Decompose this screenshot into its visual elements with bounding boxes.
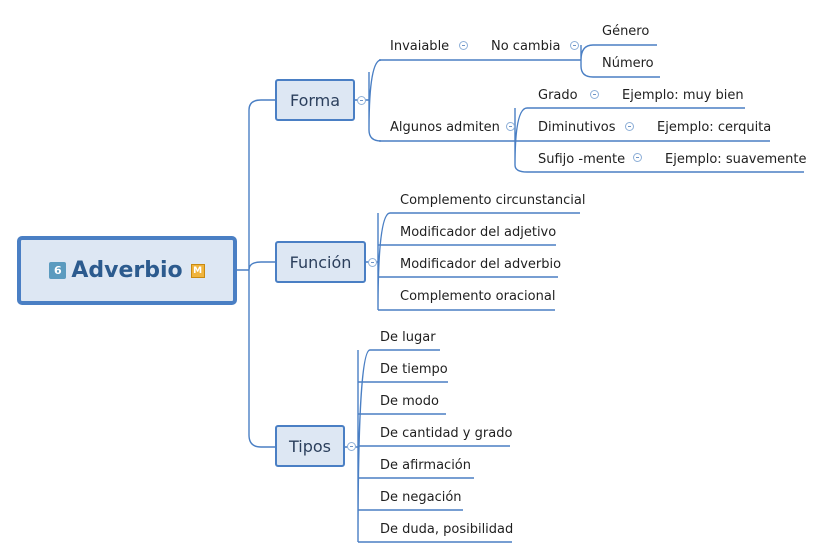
collapse-forma-icon[interactable] <box>357 96 366 105</box>
root-title: Adverbio <box>71 258 183 283</box>
topic-tipo-1[interactable]: De lugar <box>380 330 436 345</box>
collapse-funcion-icon[interactable] <box>368 258 377 267</box>
topic-funcion-3[interactable]: Modificador del adverbio <box>400 257 562 272</box>
node-forma[interactable]: Forma <box>275 79 355 121</box>
topic-tipo-7[interactable]: De duda, posibilidad <box>380 522 514 537</box>
topic-algunos-admiten[interactable]: Algunos admiten <box>390 120 500 135</box>
topic-tipo-5[interactable]: De afirmación <box>380 458 471 473</box>
topic-no-cambia[interactable]: No cambia <box>491 39 561 54</box>
topic-tipo-2[interactable]: De tiempo <box>380 362 448 377</box>
topic-invariable[interactable]: Invaiable <box>390 39 450 54</box>
marker-icon: M <box>190 263 205 278</box>
topic-funcion-2[interactable]: Modificador del adjetivo <box>400 225 557 240</box>
topic-sufijo-mente[interactable]: Sufijo -mente <box>538 152 626 167</box>
collapse-no-cambia-icon[interactable] <box>570 41 579 50</box>
topic-tipo-4[interactable]: De cantidad y grado <box>380 426 513 441</box>
topic-ejemplo-grado[interactable]: Ejemplo: muy bien <box>622 88 744 103</box>
node-funcion-label: Función <box>289 252 352 272</box>
topic-tipo-3[interactable]: De modo <box>380 394 439 409</box>
topic-count-badge: 6 <box>49 262 67 279</box>
node-forma-label: Forma <box>289 90 341 110</box>
node-tipos-label: Tipos <box>288 436 331 456</box>
node-funcion[interactable]: Función <box>275 241 366 283</box>
topic-grado[interactable]: Grado <box>538 88 578 103</box>
topic-genero[interactable]: Género <box>602 24 650 39</box>
collapse-tipos-icon[interactable] <box>347 442 356 451</box>
root-node[interactable]: 6 Adverbio M <box>17 236 237 305</box>
collapse-sufijo-icon[interactable] <box>633 153 642 162</box>
topic-funcion-1[interactable]: Complemento circunstancial <box>400 193 586 208</box>
topic-ejemplo-diminutivos[interactable]: Ejemplo: cerquita <box>657 120 772 135</box>
collapse-grado-icon[interactable] <box>590 90 599 99</box>
node-tipos[interactable]: Tipos <box>275 425 345 467</box>
topic-funcion-4[interactable]: Complemento oracional <box>400 289 556 304</box>
topic-diminutivos[interactable]: Diminutivos <box>538 120 616 135</box>
topic-numero[interactable]: Número <box>602 56 654 71</box>
collapse-algunos-icon[interactable] <box>506 122 515 131</box>
topic-ejemplo-sufijo[interactable]: Ejemplo: suavemente <box>665 152 807 167</box>
collapse-invariable-icon[interactable] <box>459 41 468 50</box>
collapse-diminutivos-icon[interactable] <box>625 122 634 131</box>
topic-tipo-6[interactable]: De negación <box>380 490 462 505</box>
